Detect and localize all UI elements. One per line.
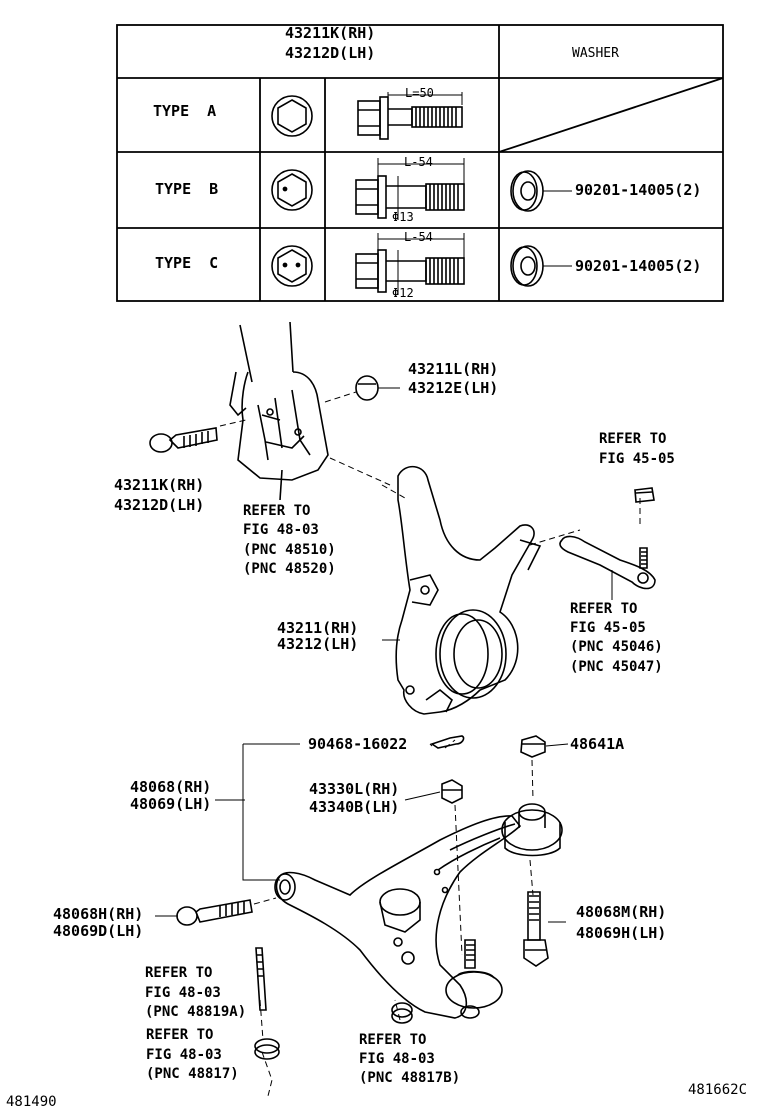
lower-arm-label-rh: 48068(RH) [130,778,212,796]
lower-arm-label-lh: 48069(LH) [130,795,212,813]
nut-icon [324,375,400,403]
cotter-pin-icon [430,735,465,749]
front-arm-bolt-label-lh: 48069D(LH) [53,922,144,940]
figure-code-left: 481490 [6,1094,57,1110]
figure-code-right: 481662C [688,1082,748,1098]
type-a-length: L=50 [405,86,434,100]
stabilizer-link-icon [254,947,413,1060]
front-arm-bolt-label-rh: 48068H(RH) [53,905,144,923]
front-arm-bolt-icon [176,897,277,926]
refer-stab-a-line1: REFER TO [145,965,213,981]
refer-tierod-top-line1: REFER TO [599,431,667,447]
nut-balljoint-label: 48641A [570,735,625,753]
type-b-length: L-54 [404,155,433,169]
balljoint-label-lh: 43340B(LH) [309,798,400,816]
table-header-part-rh: 43211K(RH) [285,24,376,42]
refer-stab-c-line2: FIG 48-03 [359,1051,435,1067]
type-b-washer-part: 90201-14005(2) [575,181,702,199]
rear-bushing-icon [501,803,563,857]
refer-stab-b-line1: REFER TO [146,1027,214,1043]
table-header-part-lh: 43212D(LH) [285,44,376,62]
nut-top-label-rh: 43211L(RH) [408,360,499,378]
bolt-type-b-icon [355,158,465,220]
castle-nut-icon [520,735,546,758]
lower-control-arm-icon [274,815,522,1019]
refer-tierod-top-line2: FIG 45-05 [599,451,675,467]
refer-stab-a-line3: (PNC 48819A) [145,1004,247,1020]
type-b-label: TYPE B [155,180,219,198]
rear-arm-bolt-label-lh: 48069H(LH) [576,924,667,942]
nut-top-label-lh: 43212E(LH) [408,379,499,397]
refer-tierod-line3: (PNC 45046) [570,639,663,655]
refer-stab-a-line2: FIG 48-03 [145,985,221,1001]
refer-stab-b-line2: FIG 48-03 [146,1047,222,1063]
leader-lines [155,743,569,923]
balljoint-label-rh: 43330L(RH) [309,780,400,798]
type-c-washer-part: 90201-14005(2) [575,257,702,275]
knuckle-label-lh: 43212(LH) [277,635,359,653]
refer-tierod-line1: REFER TO [570,601,638,617]
type-a-label: TYPE A [153,102,217,120]
type-c-diameter: Φ12 [392,286,414,300]
type-c-label: TYPE C [155,254,219,272]
cotter-pin-label: 90468-16022 [308,735,408,753]
strut-bolt-label-rh: 43211K(RH) [114,476,205,494]
strut-assembly-icon [229,321,329,501]
bolt-type-c-icon [355,233,465,295]
hex-head-icon [271,95,313,287]
bolt-table-grid [116,24,724,302]
strut-bolt-label-lh: 43212D(LH) [114,496,205,514]
refer-stab-c-line3: (PNC 48817B) [359,1070,461,1086]
washer-icon [510,170,572,287]
rear-arm-bolt-icon [523,891,549,967]
refer-tierod-line2: FIG 45-05 [570,620,646,636]
table-header-washer: WASHER [572,46,619,61]
refer-strut-line3: (PNC 48510) [243,542,336,558]
type-c-length: L-54 [404,230,433,244]
knuckle-label-rh: 43211(RH) [277,619,359,637]
bolt-type-a-icon [357,92,463,140]
steering-knuckle-icon [382,465,542,715]
refer-strut-line4: (PNC 48520) [243,561,336,577]
tie-rod-end-icon [559,487,656,600]
refer-tierod-line4: (PNC 45047) [570,659,663,675]
refer-stab-b-line3: (PNC 48817) [146,1066,239,1082]
ball-joint-icon [441,779,503,1019]
refer-strut-line1: REFER TO [243,503,311,519]
refer-stab-c-line1: REFER TO [359,1032,427,1048]
rear-arm-bolt-label-rh: 48068M(RH) [576,903,667,921]
type-b-diameter: Φ13 [392,210,414,224]
strut-bolt-icon [149,419,247,453]
refer-strut-line2: FIG 48-03 [243,522,319,538]
